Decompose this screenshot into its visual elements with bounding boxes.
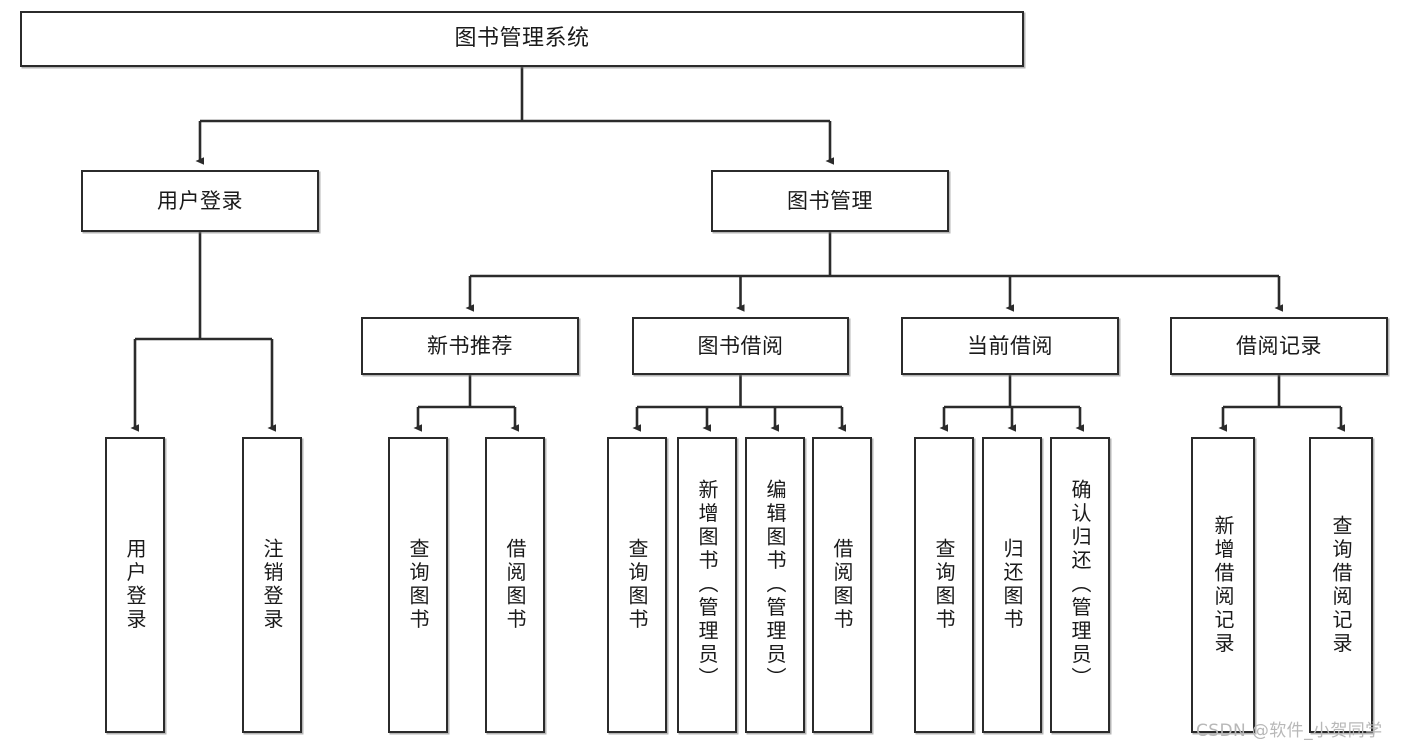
node-borrow-record[interactable]: 借阅记录: [1170, 317, 1388, 375]
node-leaf-logout[interactable]: 注销登录: [242, 437, 302, 733]
node-label: 编辑图书（管理员）: [763, 479, 787, 691]
node-leaf-query-rec[interactable]: 查询借阅记录: [1309, 437, 1373, 733]
node-label: 借阅图书: [503, 538, 527, 632]
node-leaf-query-1[interactable]: 查询图书: [388, 437, 448, 733]
node-label: 当前借阅: [967, 333, 1053, 358]
node-label: 查询图书: [932, 538, 956, 632]
node-leaf-query-3[interactable]: 查询图书: [914, 437, 974, 733]
node-leaf-add-record[interactable]: 新增借阅记录: [1191, 437, 1255, 733]
node-label: 查询借阅记录: [1329, 514, 1353, 656]
node-label: 新增图书（管理员）: [695, 479, 719, 691]
node-label: 图书管理系统: [454, 26, 590, 52]
node-label: 确认归还（管理员）: [1068, 479, 1092, 691]
node-user-login[interactable]: 用户登录: [81, 170, 319, 232]
node-leaf-borrow-1[interactable]: 借阅图书: [485, 437, 545, 733]
node-label: 用户登录: [157, 188, 243, 213]
node-leaf-edit-book[interactable]: 编辑图书（管理员）: [745, 437, 805, 733]
node-label: 新书推荐: [427, 333, 513, 358]
node-book-borrow[interactable]: 图书借阅: [632, 317, 849, 375]
node-label: 用户登录: [123, 538, 147, 632]
node-book-manage[interactable]: 图书管理: [711, 170, 949, 232]
node-leaf-query-2[interactable]: 查询图书: [607, 437, 667, 733]
node-current-borrow[interactable]: 当前借阅: [901, 317, 1119, 375]
node-label: 图书管理: [787, 188, 873, 213]
node-leaf-user-login[interactable]: 用户登录: [105, 437, 165, 733]
node-leaf-return[interactable]: 归还图书: [982, 437, 1042, 733]
node-label: 新增借阅记录: [1211, 514, 1235, 656]
node-label: 借阅图书: [830, 538, 854, 632]
node-root[interactable]: 图书管理系统: [20, 11, 1024, 67]
node-leaf-confirm[interactable]: 确认归还（管理员）: [1050, 437, 1110, 733]
node-label: 图书借阅: [697, 333, 784, 358]
node-label: 查询图书: [625, 538, 649, 632]
node-label: 归还图书: [1000, 538, 1024, 632]
node-label: 借阅记录: [1236, 333, 1322, 358]
node-label: 注销登录: [260, 538, 284, 632]
node-leaf-borrow-2[interactable]: 借阅图书: [812, 437, 872, 733]
node-new-book-rec[interactable]: 新书推荐: [361, 317, 579, 375]
node-label: 查询图书: [406, 538, 430, 632]
node-leaf-add-book[interactable]: 新增图书（管理员）: [677, 437, 737, 733]
